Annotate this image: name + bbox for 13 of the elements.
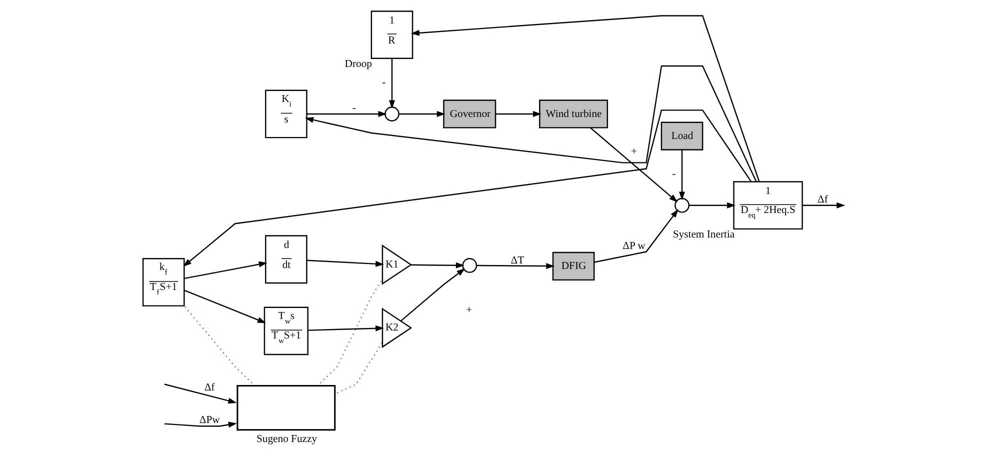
edge-label: ΔT — [510, 255, 524, 266]
edge-label: - — [672, 168, 676, 180]
edge-label: - — [382, 78, 386, 89]
node-label: Sugeno Fuzzy — [256, 434, 317, 446]
edge-label: + — [630, 146, 637, 158]
edge-label: ΔPw — [198, 415, 220, 426]
node-label: System Inertia — [672, 229, 734, 240]
label: + — [466, 305, 472, 316]
edge-label: - — [352, 103, 356, 114]
node-label: Droop — [344, 58, 372, 70]
edge-label: Δf — [204, 382, 214, 394]
edge-label: ΔP w — [622, 240, 645, 252]
edge-label: Δf — [817, 194, 828, 206]
